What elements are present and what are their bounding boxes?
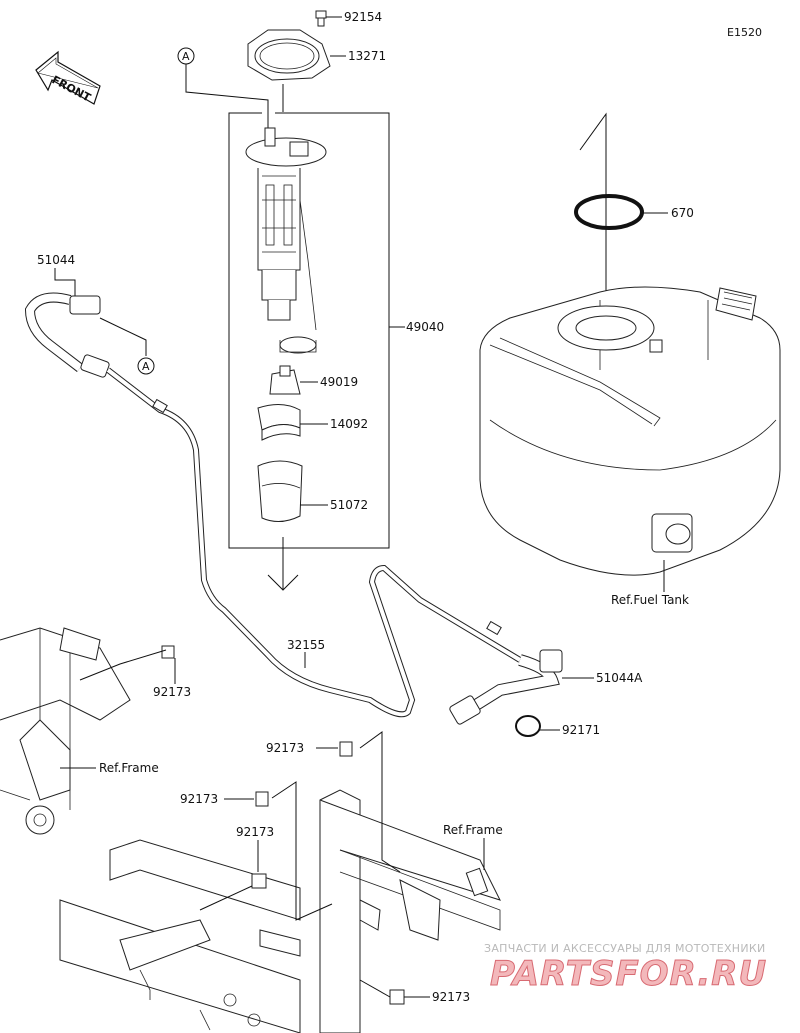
- left-frame: [0, 627, 131, 835]
- clip-92173-4: [199, 840, 267, 911]
- clamp-92171: [515, 715, 560, 737]
- label-49040: 49040: [406, 320, 444, 334]
- fuel-tank: [479, 286, 781, 592]
- part-51072: [257, 460, 328, 522]
- label-92173-5: 92173: [432, 990, 470, 1004]
- label-51044: 51044: [37, 253, 75, 267]
- pump-group-bracket: [228, 112, 405, 549]
- callout-a-left: A: [99, 317, 155, 375]
- svg-text:A: A: [182, 50, 190, 63]
- clip-92173-3: [224, 781, 333, 921]
- label-14092: 14092: [330, 417, 368, 431]
- diagram-code: E1520: [727, 26, 762, 39]
- label-51072: 51072: [330, 498, 368, 512]
- hose-51044A: [449, 649, 594, 725]
- bottom-frame: [59, 789, 501, 1033]
- label-51044A: 51044A: [596, 671, 643, 685]
- label-92173-1: 92173: [153, 685, 191, 699]
- clip-92173-5: [359, 979, 430, 1005]
- part-14092: [257, 404, 328, 441]
- o-ring-670: [574, 194, 668, 230]
- svg-text:A: A: [142, 360, 150, 373]
- label-92173-3: 92173: [180, 792, 218, 806]
- hose-51044: [24, 292, 110, 378]
- label-32155: 32155: [287, 638, 325, 652]
- label-92171: 92171: [562, 723, 600, 737]
- ref-frame-bottom: Ref.Frame: [443, 823, 503, 837]
- bolt-92154: [315, 10, 342, 27]
- label-13271: 13271: [348, 49, 386, 63]
- watermark-logo: PARTSFOR.RU: [490, 954, 767, 994]
- label-92173-2: 92173: [266, 741, 304, 755]
- callout-a-top: A: [177, 47, 269, 128]
- front-arrow-icon: FRONT: [35, 50, 101, 105]
- label-92173-4: 92173: [236, 825, 274, 839]
- gasket-13271: [247, 29, 346, 81]
- fuel-pump-assembly: [245, 127, 327, 354]
- clip-92173-2: [316, 731, 401, 873]
- ref-fuel-tank: Ref.Fuel Tank: [611, 593, 689, 607]
- clip-92173-1: [79, 645, 176, 684]
- part-49019: [269, 365, 318, 395]
- watermark-top: ЗАПЧАСТИ И АКСЕССУАРЫ ДЛЯ МОТОТЕХНИКИ: [484, 942, 766, 955]
- label-670: 670: [671, 206, 694, 220]
- ref-frame-left: Ref.Frame: [99, 761, 159, 775]
- label-92154: 92154: [344, 10, 382, 24]
- label-49019: 49019: [320, 375, 358, 389]
- hose-32155: [106, 367, 522, 718]
